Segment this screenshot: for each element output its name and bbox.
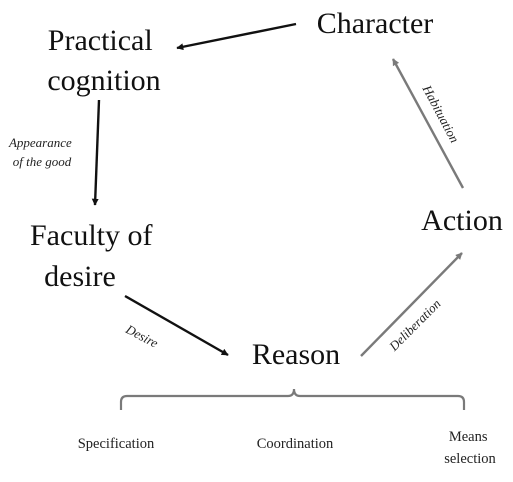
node-faculty-of-desire-line-2: desire (44, 260, 116, 293)
arrow-action-to-character (391, 58, 465, 189)
node-faculty-of-desire-line-1: Faculty of (30, 219, 152, 252)
component-specification: Specification (78, 436, 155, 452)
node-reason: Reason (252, 338, 340, 371)
node-practical-cognition-line-1: Practical (48, 24, 153, 57)
node-faculty-of-desire: Faculty of desire (30, 219, 160, 293)
component-coordination: Coordination (257, 436, 334, 452)
edge-label-desire: Desire (123, 321, 161, 351)
reason-components-bracket (119, 388, 466, 410)
component-means-selection-line-2: selection (444, 451, 496, 467)
node-practical-cognition: Practical cognition (47, 24, 160, 97)
component-means-selection: Means selection (444, 429, 496, 467)
node-action: Action (421, 204, 503, 237)
node-character: Character (317, 7, 434, 40)
arrow-reason-to-action (360, 252, 463, 357)
arrow-practical-cognition-to-faculty-of-desire (91, 99, 101, 206)
edge-label-appearance-line-2: of the good (13, 154, 72, 169)
arrow-faculty-of-desire-to-reason (124, 294, 229, 357)
edge-label-appearance-line-1: Appearance (8, 135, 72, 150)
edge-label-habituation: Habituation (419, 82, 462, 145)
node-practical-cognition-line-2: cognition (47, 64, 160, 97)
arrow-character-to-practical-cognition (176, 22, 297, 51)
component-means-selection-line-1: Means (449, 429, 488, 445)
edge-label-deliberation: Deliberation (385, 296, 443, 354)
edge-label-appearance-of-the-good: Appearance of the good (8, 135, 75, 169)
